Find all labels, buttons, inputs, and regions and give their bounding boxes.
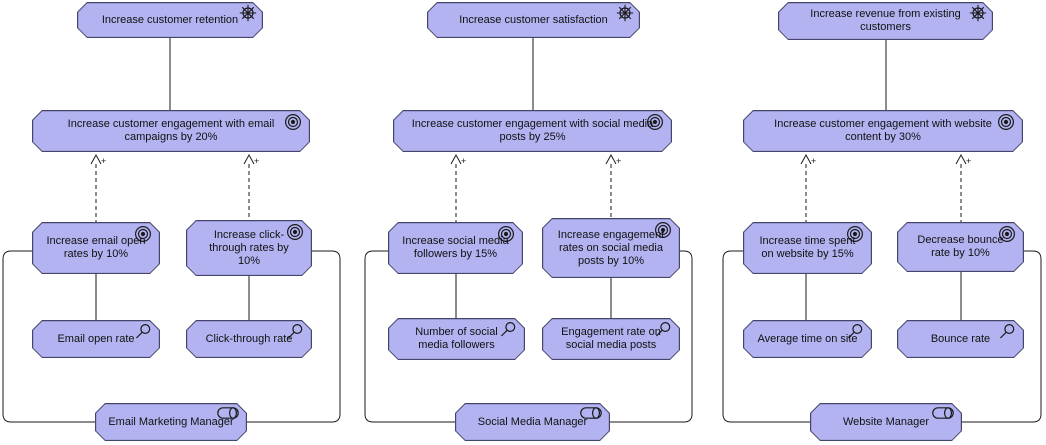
node-label: Increase customer engagement with social… [411,118,654,143]
influence-plus-label: + [966,156,972,166]
influence-arrowhead-col3-left[interactable] [800,153,812,165]
bracket-role-col1-left[interactable] [2,250,95,423]
node-label: Engagement rate on social media posts [561,326,661,351]
node-label: Increase engagement rates on social medi… [557,228,665,267]
node-fill [456,404,609,440]
node-fill [744,321,871,357]
node-label: Website Manager [842,415,929,428]
bracket-role-col3-right[interactable] [962,250,1042,423]
node-label: Social Media Manager [477,415,588,428]
metric-engagement-rate-social[interactable]: Engagement rate on social media posts [542,318,680,360]
goal-click-through-rates[interactable]: Increase click-through rates by 10% [186,220,312,276]
node-label: Increase customer retention [101,13,239,26]
role-website-manager[interactable]: Website Manager [810,403,962,441]
metric-bounce-rate[interactable]: Bounce rate [897,320,1024,358]
bracket-role-col2-right[interactable] [610,250,693,423]
node-label: Increase social media followers by 15% [402,235,509,260]
node-label: Increase time spent on website by 15% [759,235,856,260]
driver-increase-customer-retention[interactable]: Increase customer retention [77,2,263,38]
node-fill [744,223,871,273]
goal-time-on-website[interactable]: Increase time spent on website by 15% [743,222,872,274]
driver-increase-customer-satisfaction[interactable]: Increase customer satisfaction [427,2,640,38]
node-fill [744,111,1022,151]
bracket-role-col1-right[interactable] [247,250,341,423]
role-social-media-manager[interactable]: Social Media Manager [455,403,610,441]
bracket-role-col2-left[interactable] [364,250,455,423]
node-label: Increase email open rates by 10% [46,235,146,260]
node-fill [33,111,309,151]
influence-plus-label: + [461,156,467,166]
influence-plus-label: + [811,156,817,166]
node-fill [187,321,311,357]
node-label: Email open rate [57,332,135,345]
goal-engagement-rates-social[interactable]: Increase engagement rates on social medi… [542,218,680,278]
metric-average-time-on-site[interactable]: Average time on site [743,320,872,358]
metric-email-open-rate[interactable]: Email open rate [32,320,160,358]
goal-email-open-rates[interactable]: Increase email open rates by 10% [32,222,160,274]
node-label: Increase customer engagement with email … [67,118,275,143]
node-label: Email Marketing Manager [108,415,234,428]
influence-arrowhead-col3-right[interactable] [955,153,967,165]
node-fill [394,111,671,151]
node-fill [898,321,1023,357]
node-label: Average time on site [757,332,858,345]
driver-increase-revenue-existing[interactable]: Increase revenue from existing customers [778,2,993,40]
goal-email-engagement[interactable]: Increase customer engagement with email … [32,110,310,152]
influence-plus-label: + [101,156,107,166]
influence-arrowhead-col2-right[interactable] [605,153,617,165]
node-fill [389,319,524,359]
node-label: Decrease bounce rate by 10% [917,234,1004,259]
goal-decrease-bounce-rate[interactable]: Decrease bounce rate by 10% [897,222,1024,272]
node-fill [898,223,1023,271]
node-fill [33,223,159,273]
goal-website-engagement[interactable]: Increase customer engagement with websit… [743,110,1023,152]
metric-click-through-rate[interactable]: Click-through rate [186,320,312,358]
node-label: Increase customer satisfaction [459,13,608,26]
influence-arrowhead-col1-left[interactable] [90,153,102,165]
node-fill [96,404,246,440]
node-label: Increase click-through rates by 10% [209,228,289,267]
node-fill [543,319,679,359]
node-fill [779,3,992,39]
node-fill [811,404,961,440]
goal-social-media-engagement[interactable]: Increase customer engagement with social… [393,110,672,152]
node-fill [187,221,311,275]
goal-social-media-followers[interactable]: Increase social media followers by 15% [388,222,523,274]
node-label: Bounce rate [930,332,991,345]
influence-plus-label: + [616,156,622,166]
node-fill [33,321,159,357]
influence-arrowhead-col2-left[interactable] [450,153,462,165]
influence-arrowhead-col1-right[interactable] [243,153,255,165]
role-email-marketing-manager[interactable]: Email Marketing Manager [95,403,247,441]
influence-plus-label: + [254,156,260,166]
node-label: Number of social media followers [415,326,498,351]
metric-number-social-followers[interactable]: Number of social media followers [388,318,525,360]
node-fill [78,3,262,37]
bracket-role-col3-left[interactable] [722,250,810,423]
node-fill [389,223,522,273]
node-label: Click-through rate [205,332,293,345]
node-label: Increase revenue from existing customers [810,8,961,33]
node-label: Increase customer engagement with websit… [774,118,992,143]
node-fill [428,3,639,37]
